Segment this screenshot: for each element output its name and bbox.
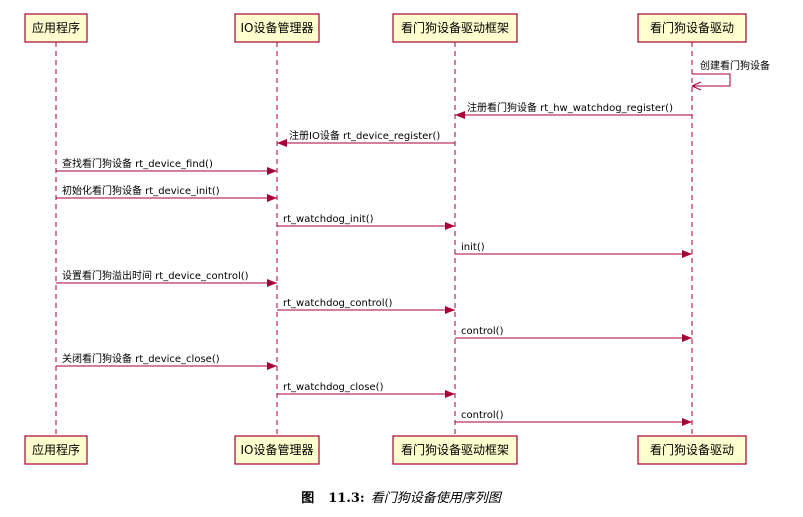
message-8: rt_watchdog_control() xyxy=(277,298,455,314)
arrow-head xyxy=(267,279,277,287)
message-0: 创建看门狗设备 xyxy=(691,59,770,91)
self-message-arrow xyxy=(692,73,731,87)
caption-figure-label: 图 xyxy=(301,491,314,506)
message-label: rt_watchdog_control() xyxy=(283,298,392,309)
message-label: init() xyxy=(461,242,485,253)
participant-label: 看门狗设备驱动框架 xyxy=(401,20,509,35)
message-5: rt_watchdog_init() xyxy=(277,214,455,230)
participant-bottom-1: IO设备管理器 xyxy=(234,435,320,465)
message-2: 注册IO设备 rt_device_register() xyxy=(277,129,455,147)
participant-label: 看门狗设备驱动 xyxy=(650,20,734,35)
arrow-head xyxy=(682,334,692,342)
message-label: rt_watchdog_close() xyxy=(283,382,384,393)
participant-label: 看门狗设备驱动框架 xyxy=(401,442,509,457)
participant-bottom-2: 看门狗设备驱动框架 xyxy=(392,435,518,465)
message-label: control() xyxy=(461,326,504,337)
arrow-head xyxy=(445,390,455,398)
caption-text: 看门狗设备使用序列图 xyxy=(371,491,503,506)
participant-top-0: 应用程序 xyxy=(24,13,88,43)
participant-top-3: 看门狗设备驱动 xyxy=(637,13,747,43)
message-label: 设置看门狗溢出时间 rt_device_control() xyxy=(62,269,249,282)
message-label: control() xyxy=(461,410,504,421)
participant-label: IO设备管理器 xyxy=(241,442,314,457)
message-10: 关闭看门狗设备 rt_device_close() xyxy=(56,352,277,370)
arrow-head xyxy=(455,111,465,119)
message-6: init() xyxy=(455,242,692,258)
participant-bottom-3: 看门狗设备驱动 xyxy=(637,435,747,465)
caption-number: 11.3: xyxy=(328,491,364,506)
figure-caption: 图 11.3: 看门狗设备使用序列图 xyxy=(301,491,502,506)
arrow-head xyxy=(267,194,277,202)
arrow-head xyxy=(445,306,455,314)
arrow-head xyxy=(682,418,692,426)
message-7: 设置看门狗溢出时间 rt_device_control() xyxy=(56,269,277,287)
arrow-head xyxy=(267,362,277,370)
message-4: 初始化看门狗设备 rt_device_init() xyxy=(56,184,277,202)
arrow-head xyxy=(277,139,287,147)
message-label: 初始化看门狗设备 rt_device_init() xyxy=(62,184,220,197)
participant-label: 应用程序 xyxy=(32,442,80,457)
message-1: 注册看门狗设备 rt_hw_watchdog_register() xyxy=(455,101,692,119)
message-label: rt_watchdog_init() xyxy=(283,214,374,225)
arrow-head xyxy=(682,250,692,258)
arrow-head xyxy=(445,222,455,230)
participant-label: 看门狗设备驱动 xyxy=(650,442,734,457)
message-3: 查找看门狗设备 rt_device_find() xyxy=(56,157,277,175)
participant-bottom-0: 应用程序 xyxy=(24,435,88,465)
message-label: 注册IO设备 rt_device_register() xyxy=(289,129,440,142)
message-label: 创建看门狗设备 xyxy=(700,59,770,72)
message-11: rt_watchdog_close() xyxy=(277,382,455,398)
message-label: 查找看门狗设备 rt_device_find() xyxy=(62,157,213,170)
message-9: control() xyxy=(455,326,692,342)
participant-top-2: 看门狗设备驱动框架 xyxy=(392,13,518,43)
participant-top-1: IO设备管理器 xyxy=(234,13,320,43)
participant-label: 应用程序 xyxy=(32,20,80,35)
participant-label: IO设备管理器 xyxy=(241,20,314,35)
message-label: 关闭看门狗设备 rt_device_close() xyxy=(62,352,220,365)
arrow-head xyxy=(267,167,277,175)
message-label: 注册看门狗设备 rt_hw_watchdog_register() xyxy=(467,101,673,114)
message-12: control() xyxy=(455,410,692,426)
